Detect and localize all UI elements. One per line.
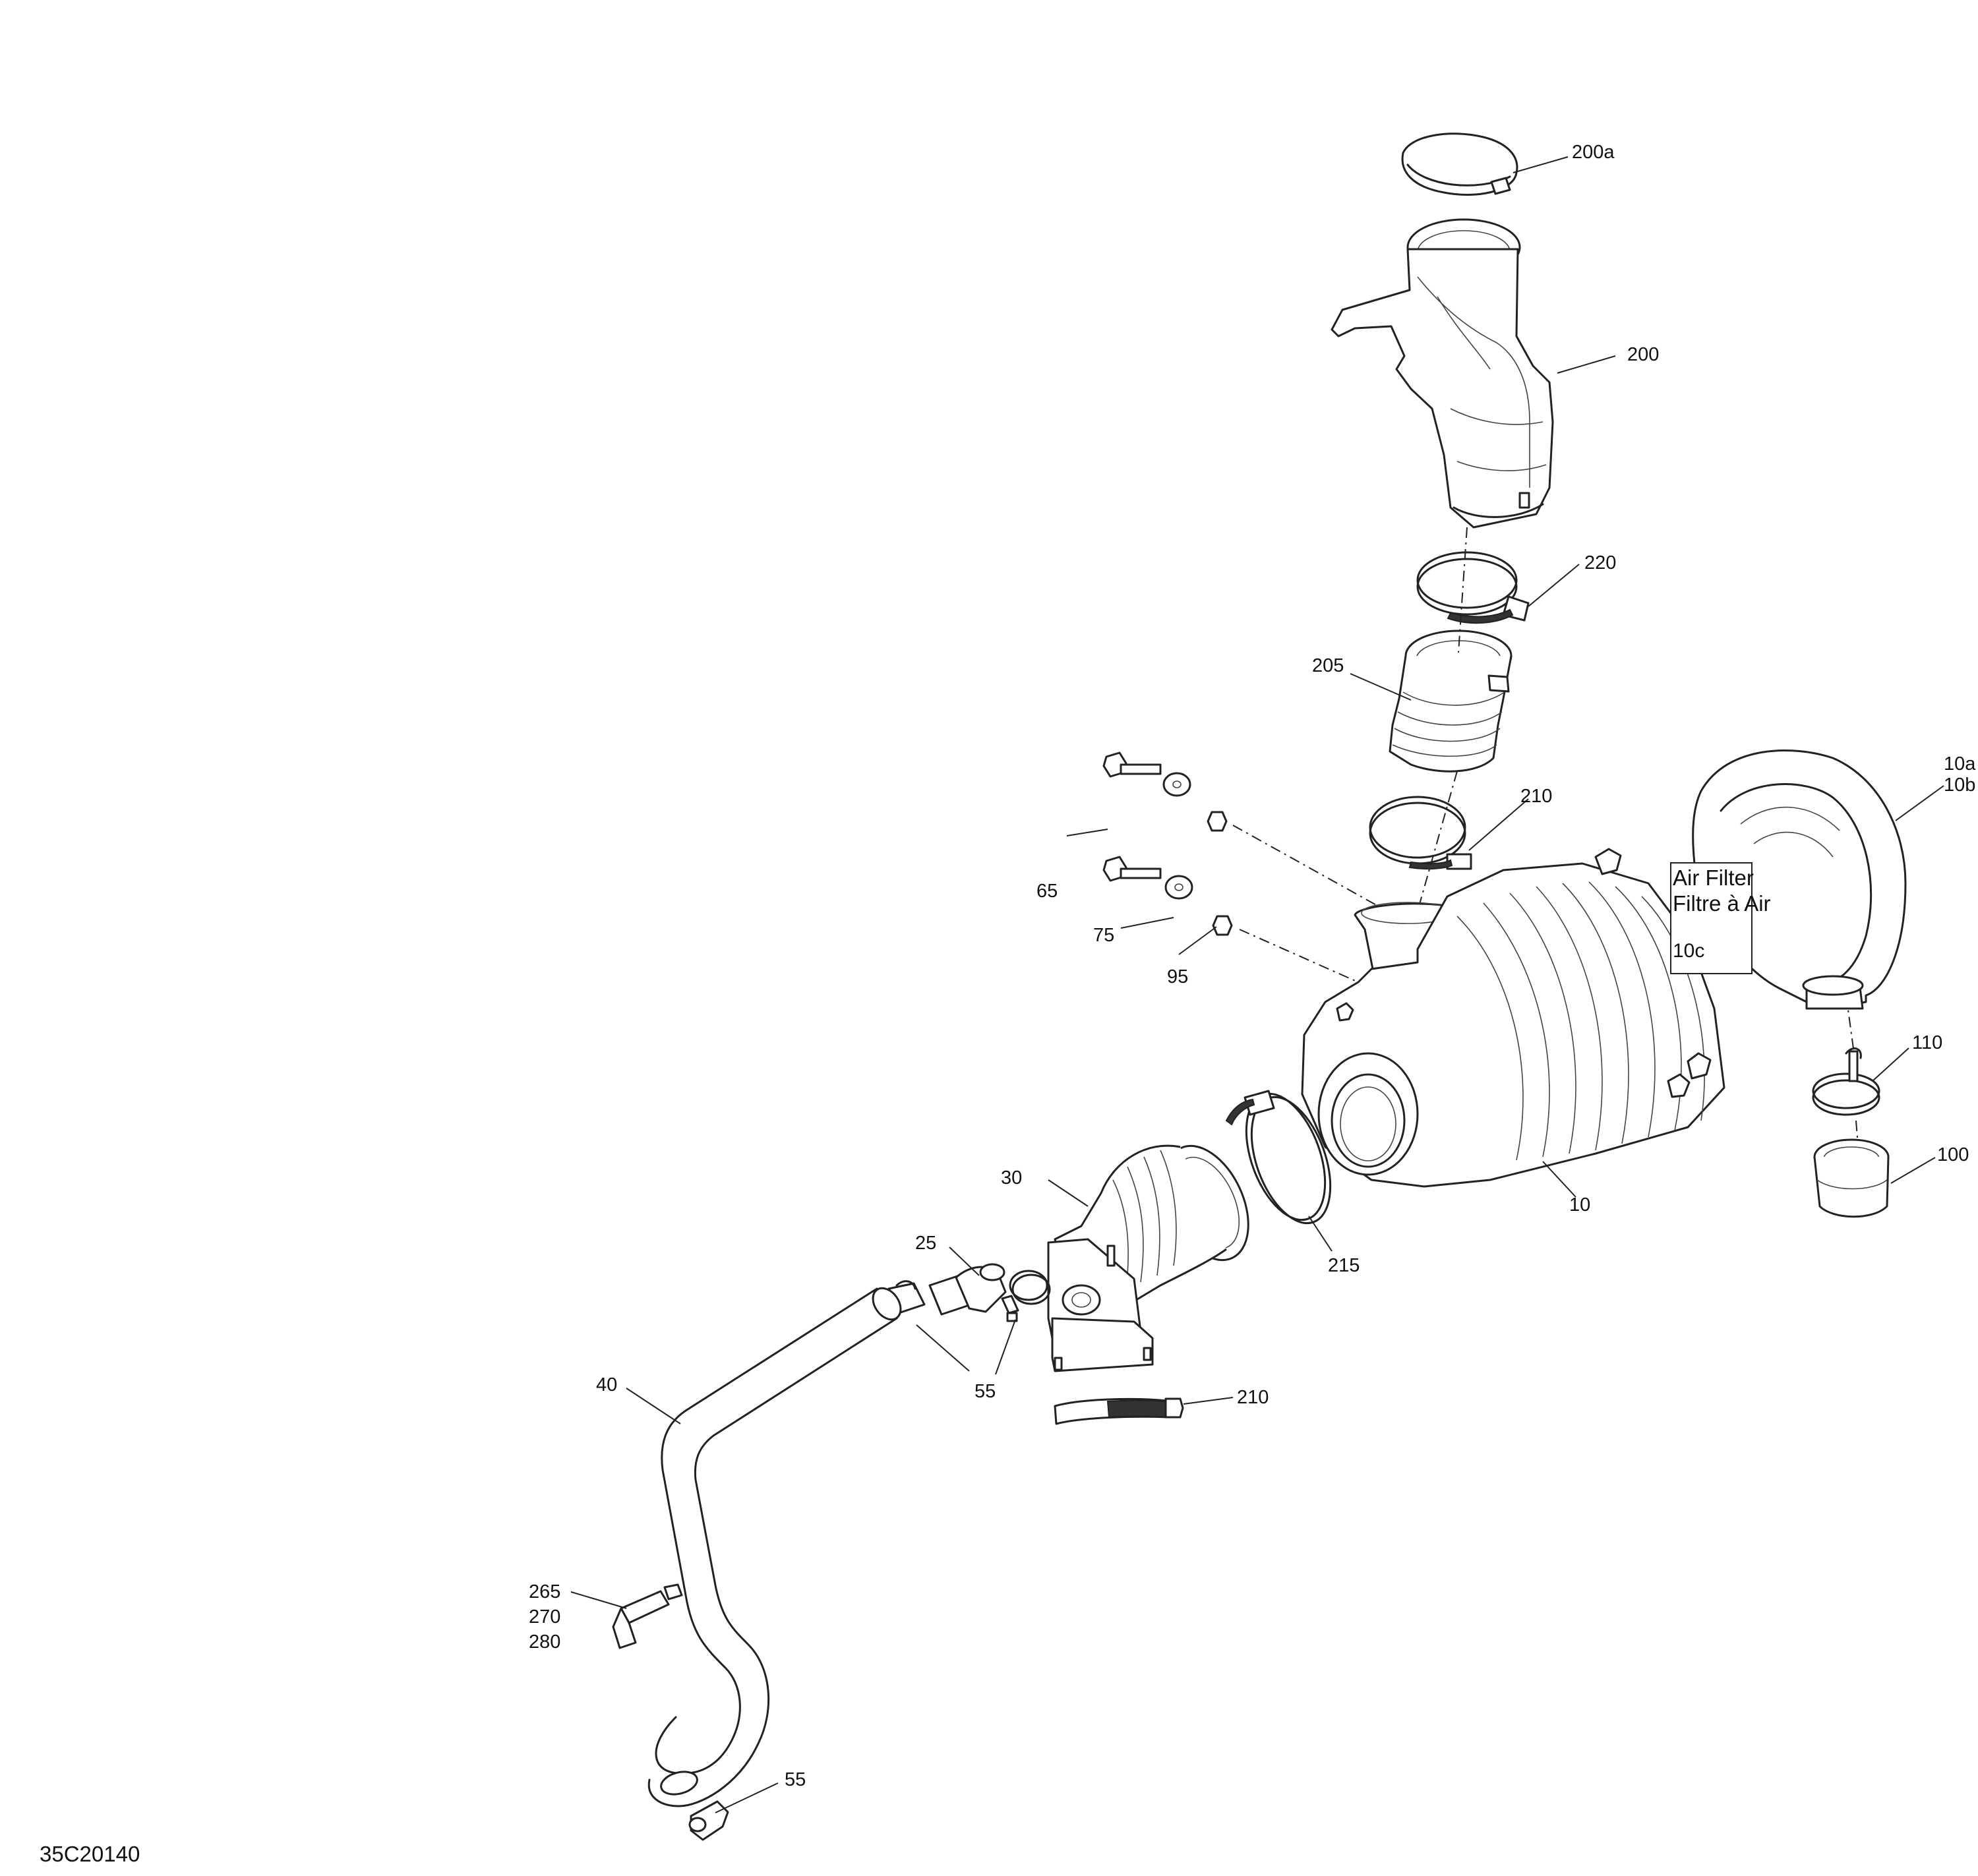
- part-200-intake-duct: [1331, 218, 1554, 529]
- label-55-mid: 55: [974, 1381, 996, 1402]
- label-210-bottom: 210: [1237, 1387, 1269, 1408]
- label-215: 215: [1328, 1255, 1360, 1276]
- callout-title-fr: Filtre à Air: [1673, 891, 1771, 916]
- label-25: 25: [915, 1233, 937, 1254]
- label-10a-10b: 10a 10b: [1944, 751, 1975, 798]
- part-210-top-clamp: [1369, 796, 1472, 870]
- part-220-clamp: [1416, 551, 1530, 624]
- label-110: 110: [1912, 1032, 1943, 1053]
- part-55-bottom-clamp: [688, 1800, 729, 1841]
- label-200: 200: [1627, 344, 1660, 365]
- label-40: 40: [596, 1374, 618, 1395]
- label-265: 265: [529, 1581, 561, 1602]
- label-205: 205: [1312, 655, 1344, 676]
- air-filter-callout-box: Air Filter Filtre à Air 10c: [1670, 862, 1771, 974]
- part-10-airbox-housing: [1301, 848, 1725, 1188]
- label-10b: 10b: [1944, 775, 1976, 796]
- label-265-270-280: 265 270 280: [529, 1579, 560, 1655]
- part-265-clip: [612, 1583, 683, 1649]
- label-220: 220: [1584, 552, 1617, 573]
- label-10: 10: [1569, 1194, 1591, 1216]
- label-55-bottom: 55: [785, 1769, 806, 1790]
- part-110-clamp: [1812, 1047, 1880, 1116]
- part-205-coupler: [1389, 630, 1513, 773]
- part-100-coupler: [1813, 1138, 1890, 1218]
- part-210-bottom-clamp: [1054, 1397, 1184, 1425]
- part-215-clamp: [1225, 1090, 1332, 1225]
- part-30-intake-boot: [1047, 1144, 1249, 1372]
- label-95: 95: [1167, 966, 1189, 987]
- assembly-axis-lines: [1414, 527, 1860, 1164]
- part-40-hose: [647, 1287, 902, 1807]
- label-210-top: 210: [1520, 786, 1553, 807]
- callout-title-en: Air Filter: [1673, 865, 1754, 890]
- label-280: 280: [529, 1631, 561, 1653]
- leader-lines: [570, 156, 1944, 1813]
- label-10a: 10a: [1944, 753, 1976, 775]
- hardware-65-75-95: [1102, 751, 1385, 983]
- label-270: 270: [529, 1606, 561, 1627]
- label-100: 100: [1937, 1144, 1969, 1165]
- label-75: 75: [1093, 925, 1115, 946]
- label-30: 30: [1001, 1167, 1023, 1188]
- callout-code: 10c: [1673, 940, 1705, 962]
- part-200a-cap: [1401, 132, 1518, 196]
- part-25-elbow-fitting: [928, 1263, 1051, 1322]
- label-65: 65: [1036, 881, 1058, 902]
- diagram-reference-number: 35C20140: [40, 1842, 140, 1866]
- label-200a: 200a: [1572, 142, 1615, 163]
